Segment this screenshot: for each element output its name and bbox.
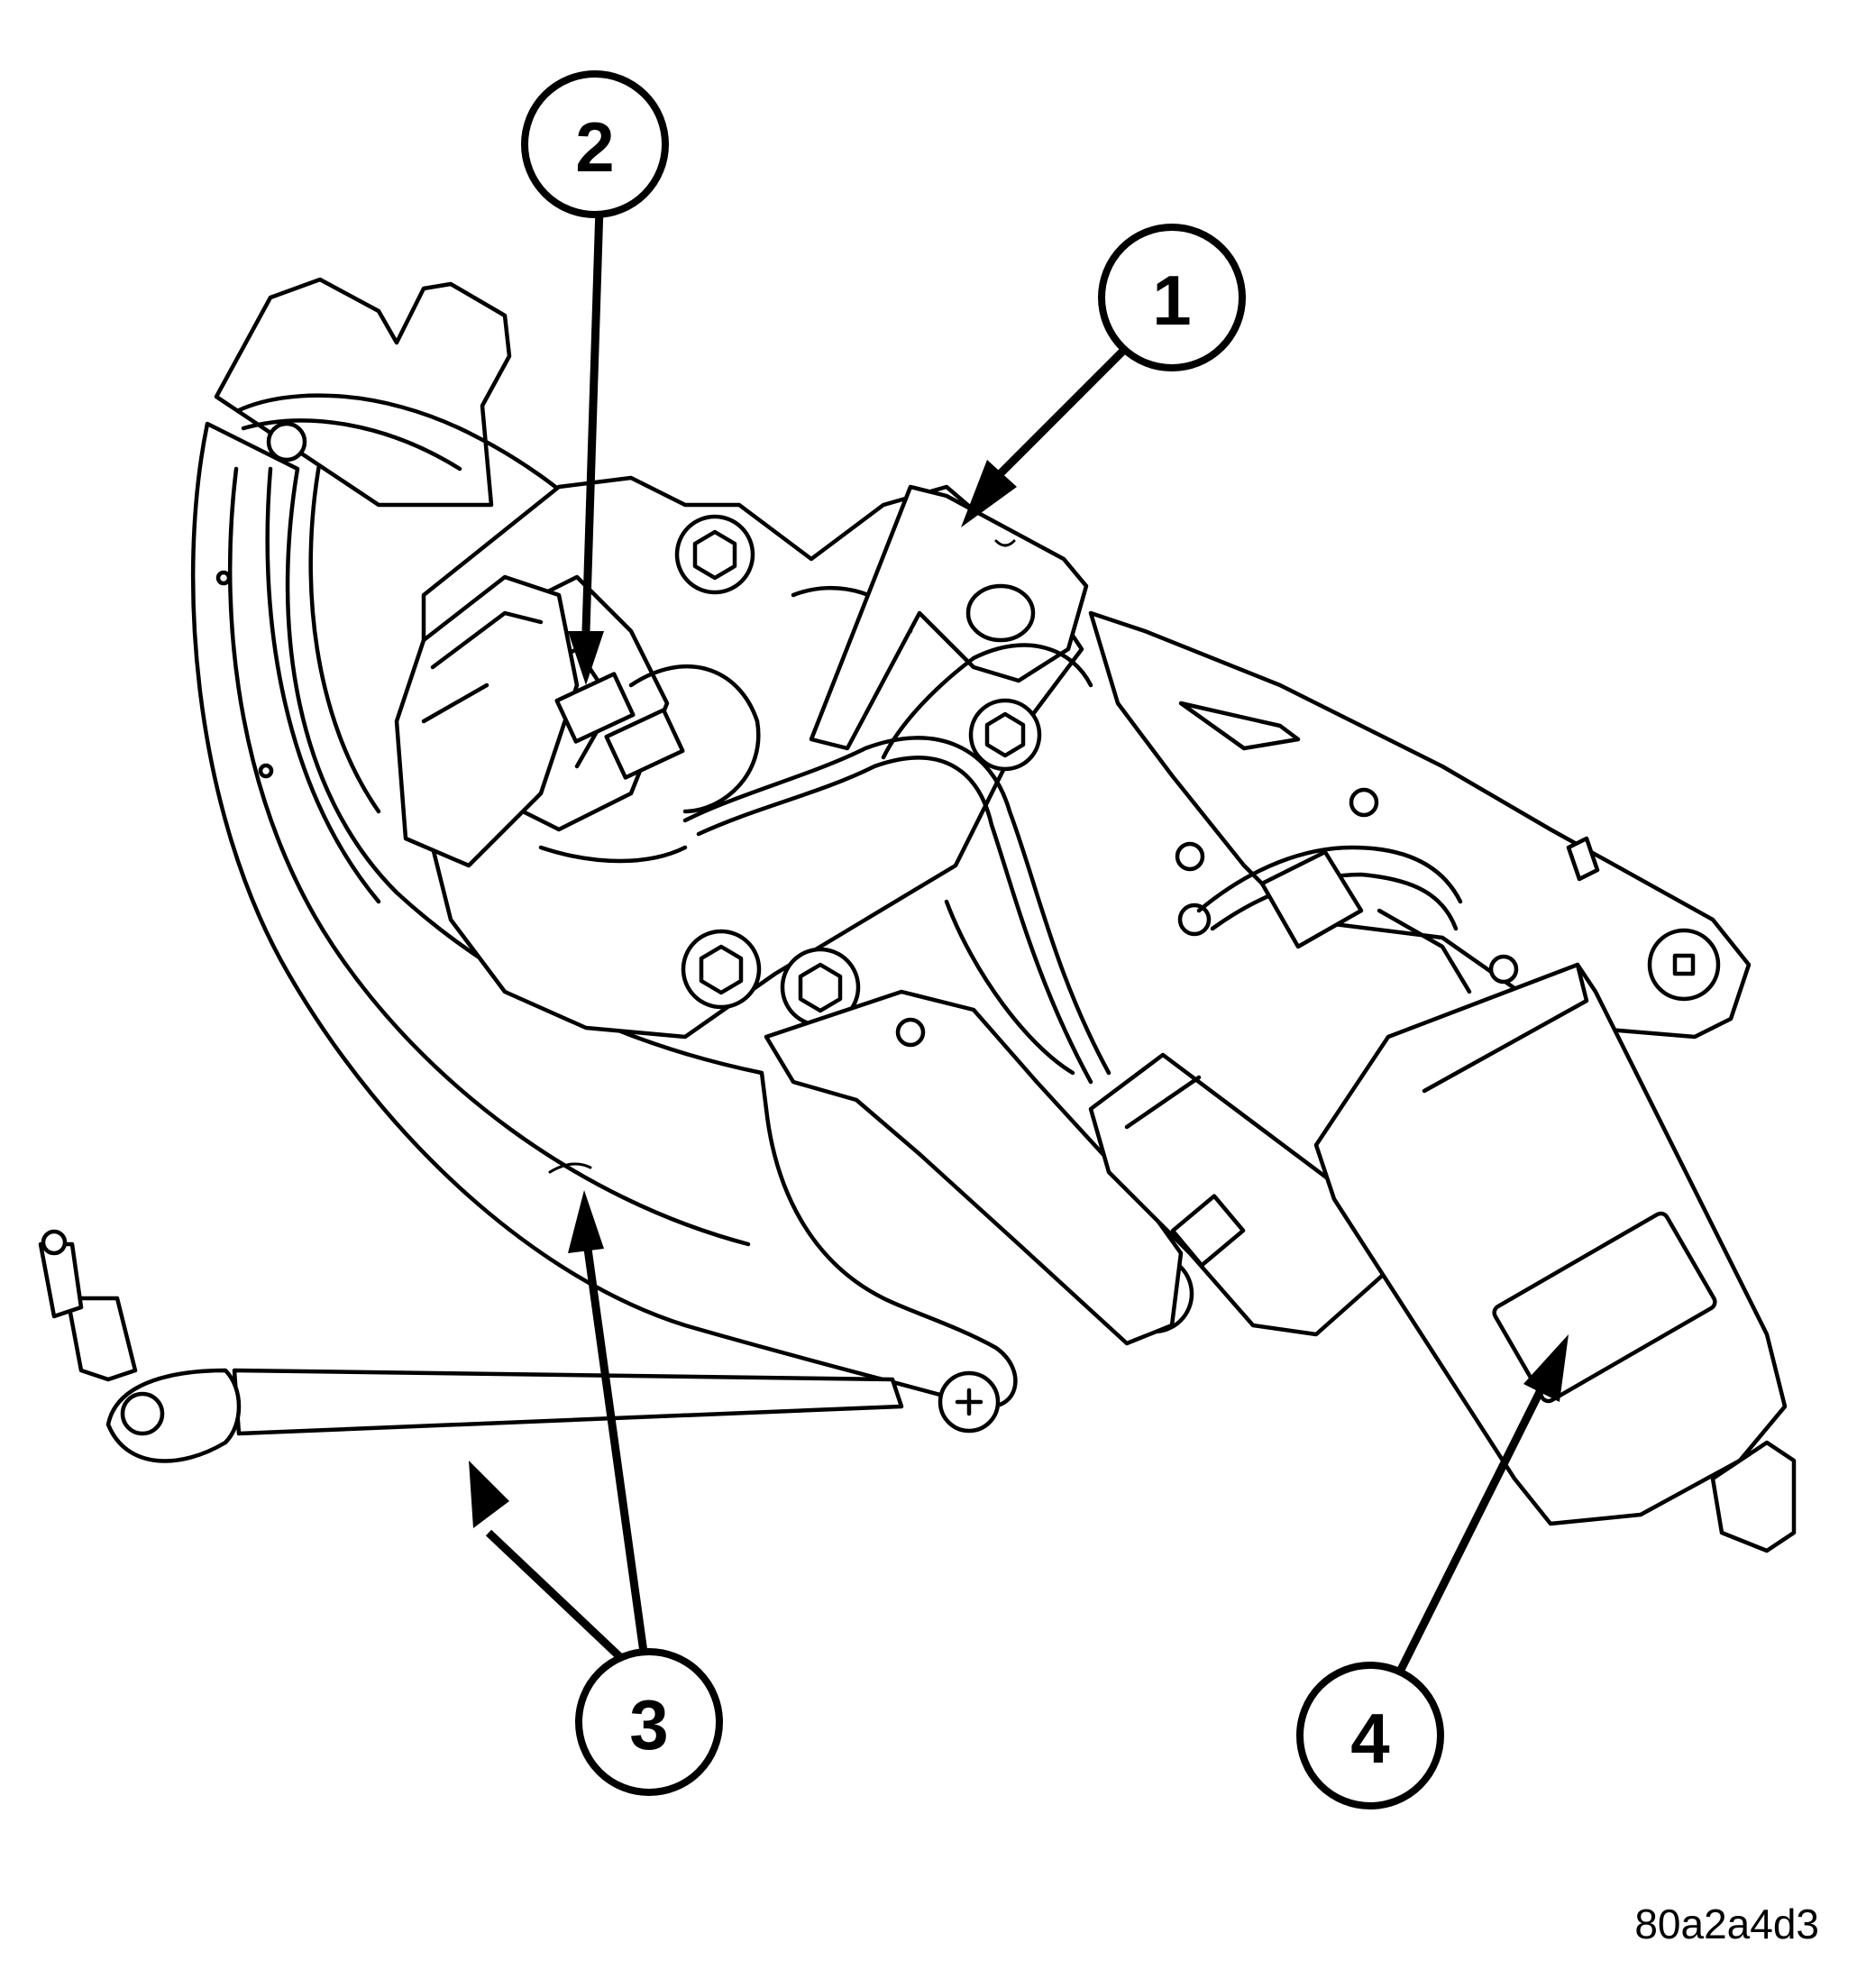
bolt-right-upper: [968, 698, 1042, 772]
mounting-bracket: [809, 484, 1089, 751]
bolt-top: [674, 514, 755, 595]
bolt-lower-mid: [780, 947, 861, 1028]
bolt-lower-left: [681, 929, 762, 1010]
callout-4: 4: [1296, 1662, 1444, 1809]
callout-3: 3: [575, 1648, 723, 1796]
callout-1-label: 1: [1152, 261, 1191, 340]
figure-id-label: 80a2a4d3: [1634, 1901, 1819, 1947]
right-harness-connector: [1196, 845, 1472, 994]
electrical-connector: [394, 574, 685, 868]
callout-2: 2: [521, 70, 669, 218]
wiper-motor: [1313, 962, 1797, 1553]
top-left-bracket: [214, 277, 630, 544]
leader-lines: [469, 206, 1569, 1680]
motor-connector: [1088, 1052, 1400, 1337]
callout-2-label: 2: [575, 107, 614, 187]
drive-link-rod: [38, 1229, 1001, 1463]
wiring-harness: [682, 643, 1111, 1085]
rod-end-fastener: [938, 1370, 1001, 1434]
right-mounting-flange: [1088, 610, 1752, 1040]
crank-arm-housing: [190, 421, 1018, 1409]
callout-1: 1: [1098, 224, 1246, 371]
lower-plate: [764, 989, 1184, 1346]
callout-3-label: 3: [629, 1685, 668, 1764]
callout-4-label: 4: [1350, 1699, 1389, 1778]
